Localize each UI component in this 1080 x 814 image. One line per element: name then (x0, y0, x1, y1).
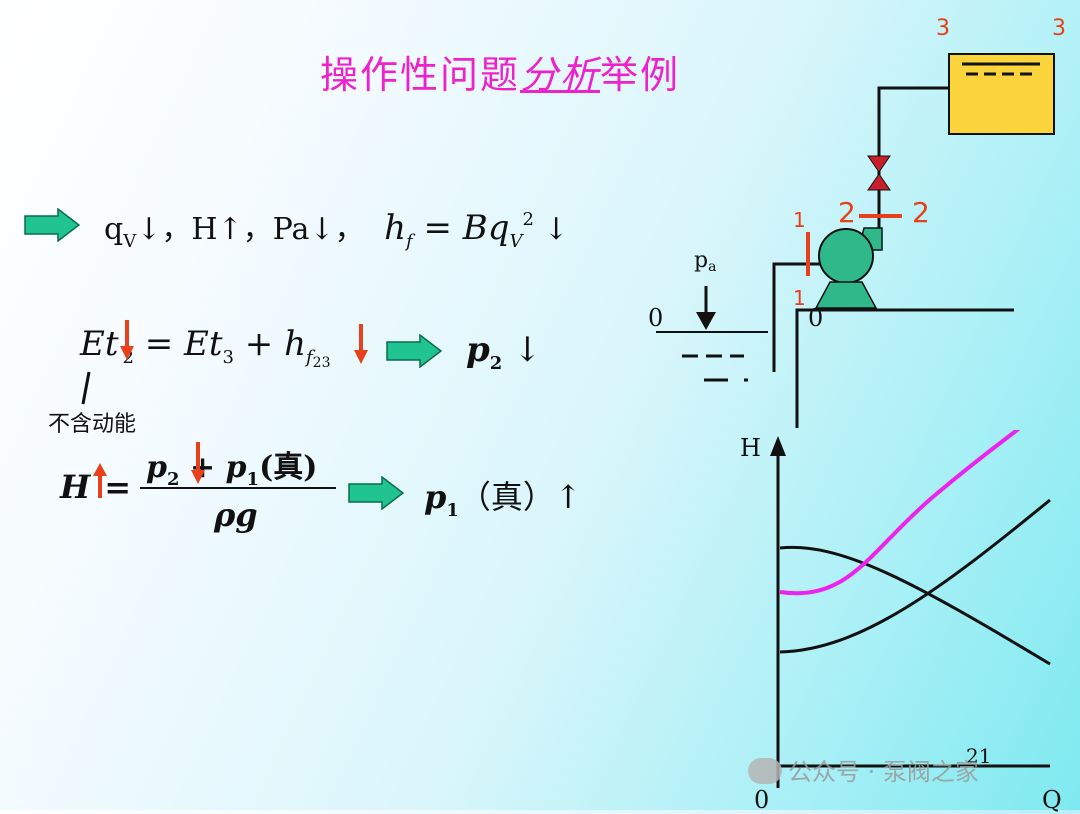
tank-water-level (962, 62, 1040, 76)
down-red-arrow-icon (120, 320, 134, 360)
up-red-arrow-icon (93, 463, 107, 498)
result-p1: p1（真）↑ (424, 472, 582, 521)
system-curve-high (779, 430, 1021, 596)
hf23-subscript-f: f (306, 347, 313, 368)
result-p2: p2 ↓ (466, 330, 542, 374)
pump-system-diagram (656, 53, 1055, 428)
label-pa: pa (694, 248, 716, 275)
axis-h-label: H (740, 434, 761, 462)
label-1-bottom: 1 (793, 286, 806, 310)
num-p1: p (225, 450, 247, 485)
ground-line (795, 308, 1014, 428)
h-axis-arrow-icon (770, 436, 786, 456)
title-emphasis: 分析 (519, 53, 600, 97)
p1-tail: （真）↑ (458, 478, 582, 516)
label-0-right: 0 (808, 304, 824, 332)
chat-bubble-icon (748, 758, 782, 784)
kinetic-energy-note: 不含动能 (48, 412, 137, 437)
den-rho-g: ρg (214, 496, 258, 534)
fraction-numerator: p2 + p1(真) (146, 442, 317, 490)
suction-pipe (772, 262, 820, 372)
system-curve-low (779, 498, 1051, 654)
p2-symbol: p (466, 330, 490, 370)
sump-water-level (682, 354, 748, 382)
p2-down-arrow: ↓ (502, 330, 542, 370)
bq-subscript: V (509, 231, 523, 252)
pump-icon (814, 227, 883, 309)
et3-symbol: = Et (133, 324, 223, 364)
label-pa-sub: a (708, 259, 717, 275)
label-0-left: 0 (648, 304, 664, 332)
pump-head-curve (779, 545, 1051, 666)
title-main: 操作性问题 (319, 53, 520, 97)
et3-subscript: 3 (222, 347, 234, 368)
page-title: 操作性问题分析举例 (0, 44, 1000, 99)
down-red-arrow-icon-2 (354, 324, 368, 364)
pointer-line-icon (81, 371, 91, 405)
bq-expression: = Bq (412, 208, 510, 248)
h-q-chart (770, 430, 1051, 788)
p1-subscript: 1 (446, 500, 459, 521)
square-exponent: 2 (522, 209, 534, 230)
fraction-denominator: ρg (214, 496, 258, 534)
fraction-bar (140, 487, 336, 489)
label-2-right: 2 (912, 196, 930, 229)
title-tail: 举例 (600, 53, 681, 97)
right-arrow-icon (24, 208, 80, 242)
num-plus: + (179, 450, 226, 485)
hf-subscript: f (405, 231, 413, 252)
et2-symbol: Et (80, 324, 119, 364)
p2-subscript: 2 (489, 353, 503, 374)
right-arrow-icon-3 (348, 476, 404, 510)
qv-symbol: q (104, 212, 124, 247)
p1-symbol: p (424, 478, 447, 516)
num-p1-sub: 1 (246, 469, 260, 490)
num-p2: p (146, 450, 167, 485)
watermark: 公众号 · 泵阀之家 (748, 752, 979, 787)
label-3-left: 3 (936, 16, 950, 41)
label-pa-p: p (694, 248, 709, 273)
pa-arrow-icon (696, 312, 716, 330)
qv-subscript: V (123, 231, 137, 252)
watermark-text: 公众号 · 泵阀之家 (788, 758, 979, 786)
equation-line-2: Et2 = Et3 + hf23 (80, 324, 331, 371)
origin-label: 0 (754, 786, 770, 814)
h-symbol-wrap: H= (60, 468, 131, 506)
valve-icon (867, 155, 891, 191)
page-number: 21 (966, 744, 992, 768)
hf23-symbol: + h (233, 324, 306, 364)
down-red-arrow-icon-3 (191, 442, 205, 484)
label-1-top: 1 (793, 208, 806, 232)
hf23-subscript-23: 23 (312, 355, 331, 371)
h-equals: = (104, 468, 132, 506)
num-p2-sub: 2 (166, 469, 180, 490)
h-symbol: H (60, 468, 91, 506)
right-arrow-icon-2 (386, 334, 442, 368)
axis-q-label: Q (1042, 786, 1062, 814)
hf-symbol: h (384, 208, 406, 248)
down-arrow-text: ↓ (533, 212, 569, 247)
label-2-left: 2 (838, 196, 856, 229)
label-3-right: 3 (1052, 16, 1066, 41)
trend-text: ↓，H↑，Pa↓， (136, 212, 365, 247)
tank (948, 53, 1055, 135)
num-zhen: (真) (259, 450, 318, 485)
equation-line-1: qV↓，H↑，Pa↓， hf = BqV2 ↓ (104, 204, 569, 252)
